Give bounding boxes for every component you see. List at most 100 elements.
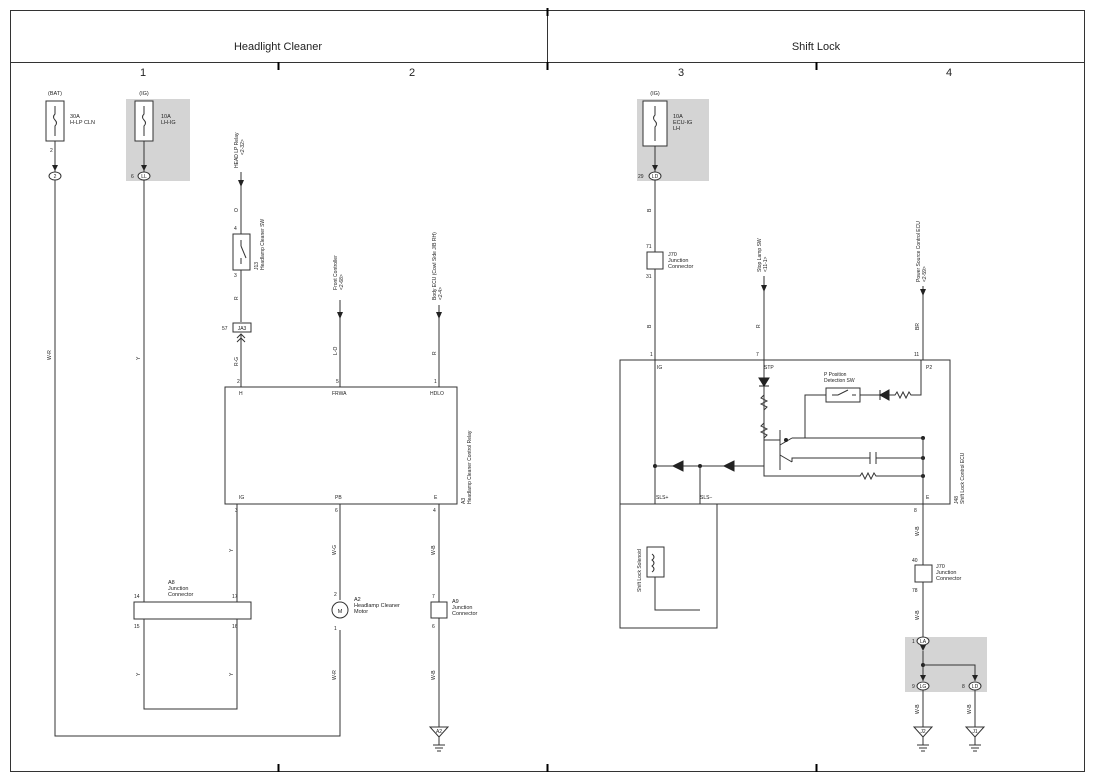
svg-text:Junction: Junction [936, 570, 957, 576]
svg-text:PB: PB [335, 495, 342, 501]
ref-front-controller: Front Controller [333, 255, 339, 290]
svg-text:HDLO: HDLO [430, 391, 444, 397]
svg-text:H: H [239, 391, 243, 397]
svg-text:W-B: W-B [967, 704, 973, 714]
svg-text:40: 40 [912, 558, 918, 564]
svg-text:J1: J1 [972, 729, 978, 735]
svg-text:15: 15 [134, 624, 140, 630]
svg-text:57: 57 [222, 326, 228, 332]
svg-text:A9: A9 [452, 599, 459, 605]
connector-arrow-icon [920, 645, 926, 651]
wire-w-r [54, 180, 341, 737]
svg-text:W-R: W-R [332, 670, 338, 680]
svg-text:BR: BR [915, 323, 921, 330]
column-number-4: 4 [946, 67, 952, 79]
diode-icon [722, 460, 735, 472]
svg-text:Motor: Motor [354, 609, 368, 615]
section-title-shift-lock: Shift Lock [792, 41, 841, 53]
svg-text:10A: 10A [673, 114, 683, 120]
svg-text:Headlamp Cleaner SW: Headlamp Cleaner SW [260, 219, 266, 270]
svg-text:2: 2 [334, 592, 337, 598]
svg-text:W-B: W-B [431, 545, 437, 555]
svg-text:Headlamp Cleaner: Headlamp Cleaner [354, 603, 400, 609]
svg-text:IG: IG [239, 495, 244, 501]
svg-text:O: O [234, 208, 240, 212]
svg-text:J70: J70 [936, 564, 945, 570]
fuse-h-lp-cln-rating: 30A [70, 114, 80, 120]
svg-text:LA: LA [920, 639, 927, 645]
svg-text:1: 1 [912, 639, 915, 645]
svg-text:Junction: Junction [168, 586, 189, 592]
svg-text:B: B [647, 208, 653, 212]
svg-text:W-B: W-B [431, 670, 437, 680]
svg-text:A8: A8 [168, 580, 175, 586]
connector-ja3 [232, 322, 252, 333]
junction-connector-j70b [914, 564, 933, 583]
ground-a2 [428, 726, 450, 738]
switch-icon [240, 245, 247, 259]
resistor-icon [759, 422, 769, 439]
svg-text:3: 3 [234, 273, 237, 279]
column-number-1: 1 [140, 67, 146, 79]
svg-text:4: 4 [234, 226, 237, 232]
svg-text:A3: A3 [461, 498, 467, 504]
svg-text:16: 16 [232, 624, 238, 630]
connector-arrow-icon [972, 675, 978, 681]
switch-icon [832, 389, 856, 396]
wire-y-loop [143, 619, 238, 710]
svg-text:<2-4>: <2-4> [438, 287, 444, 300]
arrow-down-icon [436, 312, 442, 319]
ig3-label: (IG) [650, 91, 660, 97]
svg-text:IG: IG [657, 365, 662, 371]
svg-text:P2: P2 [926, 365, 932, 371]
svg-text:J2: J2 [920, 729, 926, 735]
svg-text:FRWA: FRWA [332, 391, 347, 397]
svg-text:31: 31 [646, 274, 652, 280]
svg-text:7: 7 [756, 352, 759, 358]
solenoid-enclosure [619, 503, 718, 629]
bat-label: (BAT) [48, 91, 62, 97]
svg-text:LL: LL [141, 174, 147, 180]
svg-text:E: E [926, 495, 930, 501]
connector-arrow-icon [52, 165, 58, 171]
svg-text:L-O: L-O [333, 347, 339, 355]
fuse-h-lp-cln-icon [53, 106, 57, 136]
svg-text:1: 1 [434, 379, 437, 385]
svg-text:2: 2 [237, 379, 240, 385]
shift-lock-solenoid [646, 546, 665, 578]
svg-text:LD: LD [972, 684, 979, 690]
svg-text:A2: A2 [354, 597, 361, 603]
junction-connector-a8 [133, 601, 252, 620]
svg-text:<2-59>: <2-59> [922, 266, 928, 282]
arrow-down-icon [238, 180, 244, 187]
ig1-label: (IG) [139, 91, 149, 97]
svg-text:<2-32>: <2-32> [240, 139, 246, 155]
svg-text:LD: LD [652, 174, 659, 180]
fuse-lh-ig-name: LH-IG [161, 120, 176, 126]
headlamp-cleaner-control-relay [224, 386, 458, 505]
diode-icon [671, 460, 684, 472]
svg-text:29: 29 [638, 174, 644, 180]
shift-lock-control-ecu [619, 359, 951, 505]
fuse-lh-ig-rating: 10A [161, 114, 171, 120]
svg-text:STP: STP [764, 365, 774, 371]
svg-text:R-G: R-G [234, 357, 240, 366]
svg-text:17: 17 [232, 594, 238, 600]
ground-j2 [912, 726, 934, 738]
svg-text:9: 9 [912, 684, 915, 690]
fuse-h-lp-cln-name: H-LP CLN [70, 120, 95, 126]
fuse-lh-ig-icon [142, 106, 146, 136]
resistor-icon [763, 466, 923, 481]
svg-text:Connector: Connector [168, 592, 194, 598]
svg-text:W-B: W-B [915, 610, 921, 620]
headlamp-cleaner-switch [232, 233, 251, 271]
column-number-2: 2 [409, 67, 415, 79]
svg-text:SLS−: SLS− [700, 495, 712, 501]
ref-power-source-ecu: Power Source Control ECU [916, 221, 922, 282]
ref-stop-lamp-sw: Stop Lamp SW [757, 238, 763, 272]
svg-text:Connector: Connector [668, 264, 694, 270]
arrow-down-icon [920, 289, 926, 296]
junction-connector-a9 [430, 601, 448, 619]
fuse-ecu-ig-lh-icon [653, 106, 657, 141]
